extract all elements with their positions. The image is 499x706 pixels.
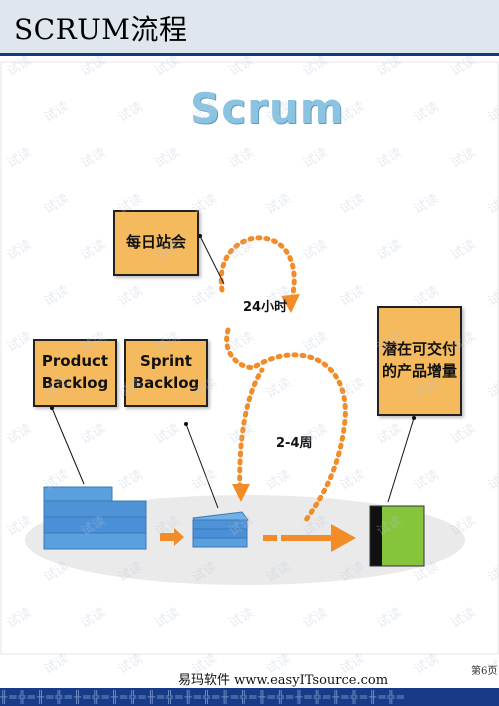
increment-line2: 的产品增量: [381, 362, 457, 380]
increment-cube: [369, 505, 425, 567]
sprint-backlog-line1: Sprint: [140, 352, 192, 371]
daily-cycle-loop: [218, 235, 297, 305]
footer-source: 易玛软件 www.easyITsource.com: [178, 673, 389, 688]
product-backlog-line1: Product: [41, 352, 109, 371]
sprint-backlog-line2: Backlog: [132, 374, 200, 392]
daily-standup-box: 每日站会: [113, 210, 199, 276]
product-backlog-stack: [43, 486, 147, 550]
header-rule: [0, 53, 499, 56]
product-backlog-line2: Backlog: [41, 374, 109, 392]
arrow-sprint-to-increment: [263, 524, 356, 552]
daily-cycle-arrowhead: [281, 294, 300, 313]
connector-standup: [199, 235, 225, 285]
sprint-backlog-stack: [192, 511, 249, 548]
connector-sprint: [185, 423, 219, 509]
connector-product: [51, 407, 85, 485]
footer-band: [0, 688, 499, 706]
sprint-cycle-arrowhead: [232, 484, 250, 502]
sprint-cycle-label: 2-4周: [276, 436, 313, 451]
scrum-logo: Scrum: [190, 84, 345, 133]
page-title: SCRUM流程: [14, 13, 188, 46]
sprint-cycle-outer: [224, 327, 348, 523]
increment-box: 潜在可交付 的产品增量: [377, 306, 462, 416]
page-number: 第6页: [471, 666, 498, 677]
daily-standup-label: 每日站会: [125, 233, 186, 252]
connector-increment: [387, 417, 415, 503]
slide-border: [0, 61, 499, 655]
footer-pattern: ╫═╬═╫═╬═╫═╬═╫═╬═╫═╬═╫═╬═╫═╬═╫═╬═╫═╬═╫═╬═…: [0, 690, 406, 704]
arrow-product-to-sprint: [160, 528, 184, 546]
daily-cycle-label: 24小时: [243, 300, 288, 315]
product-backlog-box: Product Backlog: [33, 339, 117, 407]
sprint-cycle-inner: [237, 367, 265, 498]
increment-line1: 潜在可交付: [381, 340, 457, 359]
sprint-backlog-box: Sprint Backlog: [124, 339, 208, 407]
header-band: [0, 0, 499, 56]
